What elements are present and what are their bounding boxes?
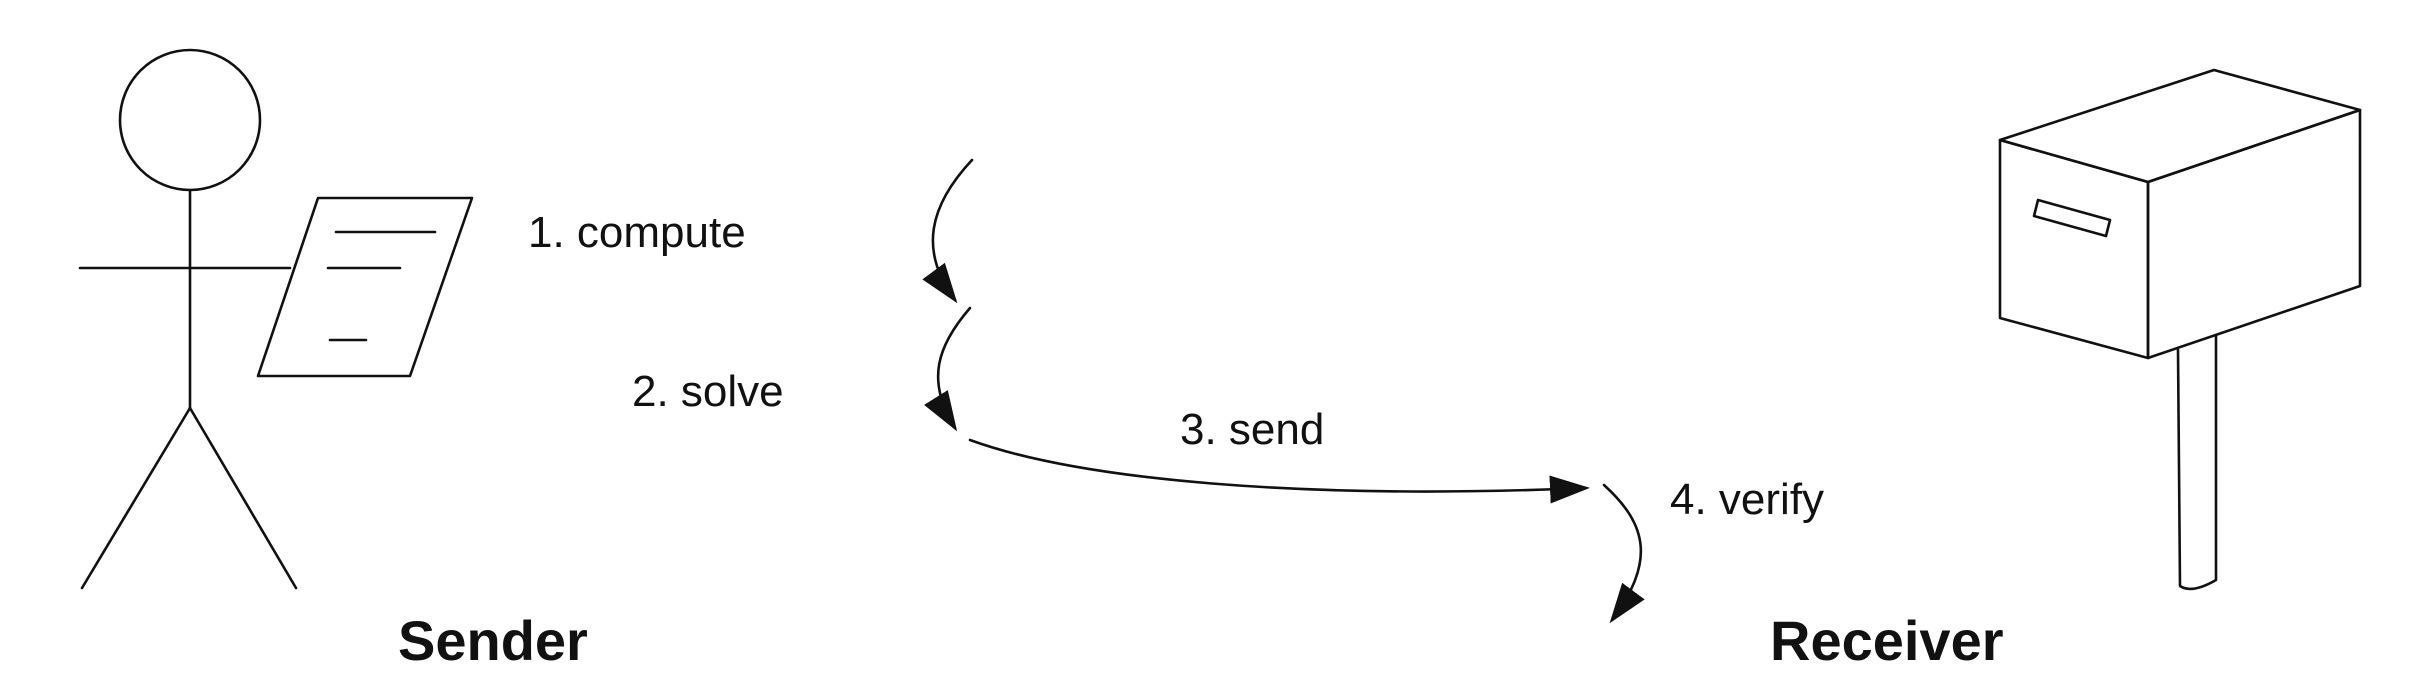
step-send-label: 3. send — [1180, 405, 1324, 454]
step-verify-label: 4. verify — [1670, 475, 1824, 524]
stick-figure-icon — [78, 48, 298, 590]
send-arrow — [968, 438, 1590, 504]
mailbox-icon — [1998, 68, 2362, 591]
document-icon — [256, 196, 474, 378]
solve-arrow — [924, 306, 972, 432]
receiver-label: Receiver — [1770, 609, 2004, 672]
compute-arrow — [922, 158, 974, 304]
step-compute-label: 1. compute — [528, 208, 746, 257]
verify-arrow — [1602, 483, 1645, 624]
sender-label: Sender — [398, 609, 588, 672]
step-solve-label: 2. solve — [632, 367, 784, 416]
